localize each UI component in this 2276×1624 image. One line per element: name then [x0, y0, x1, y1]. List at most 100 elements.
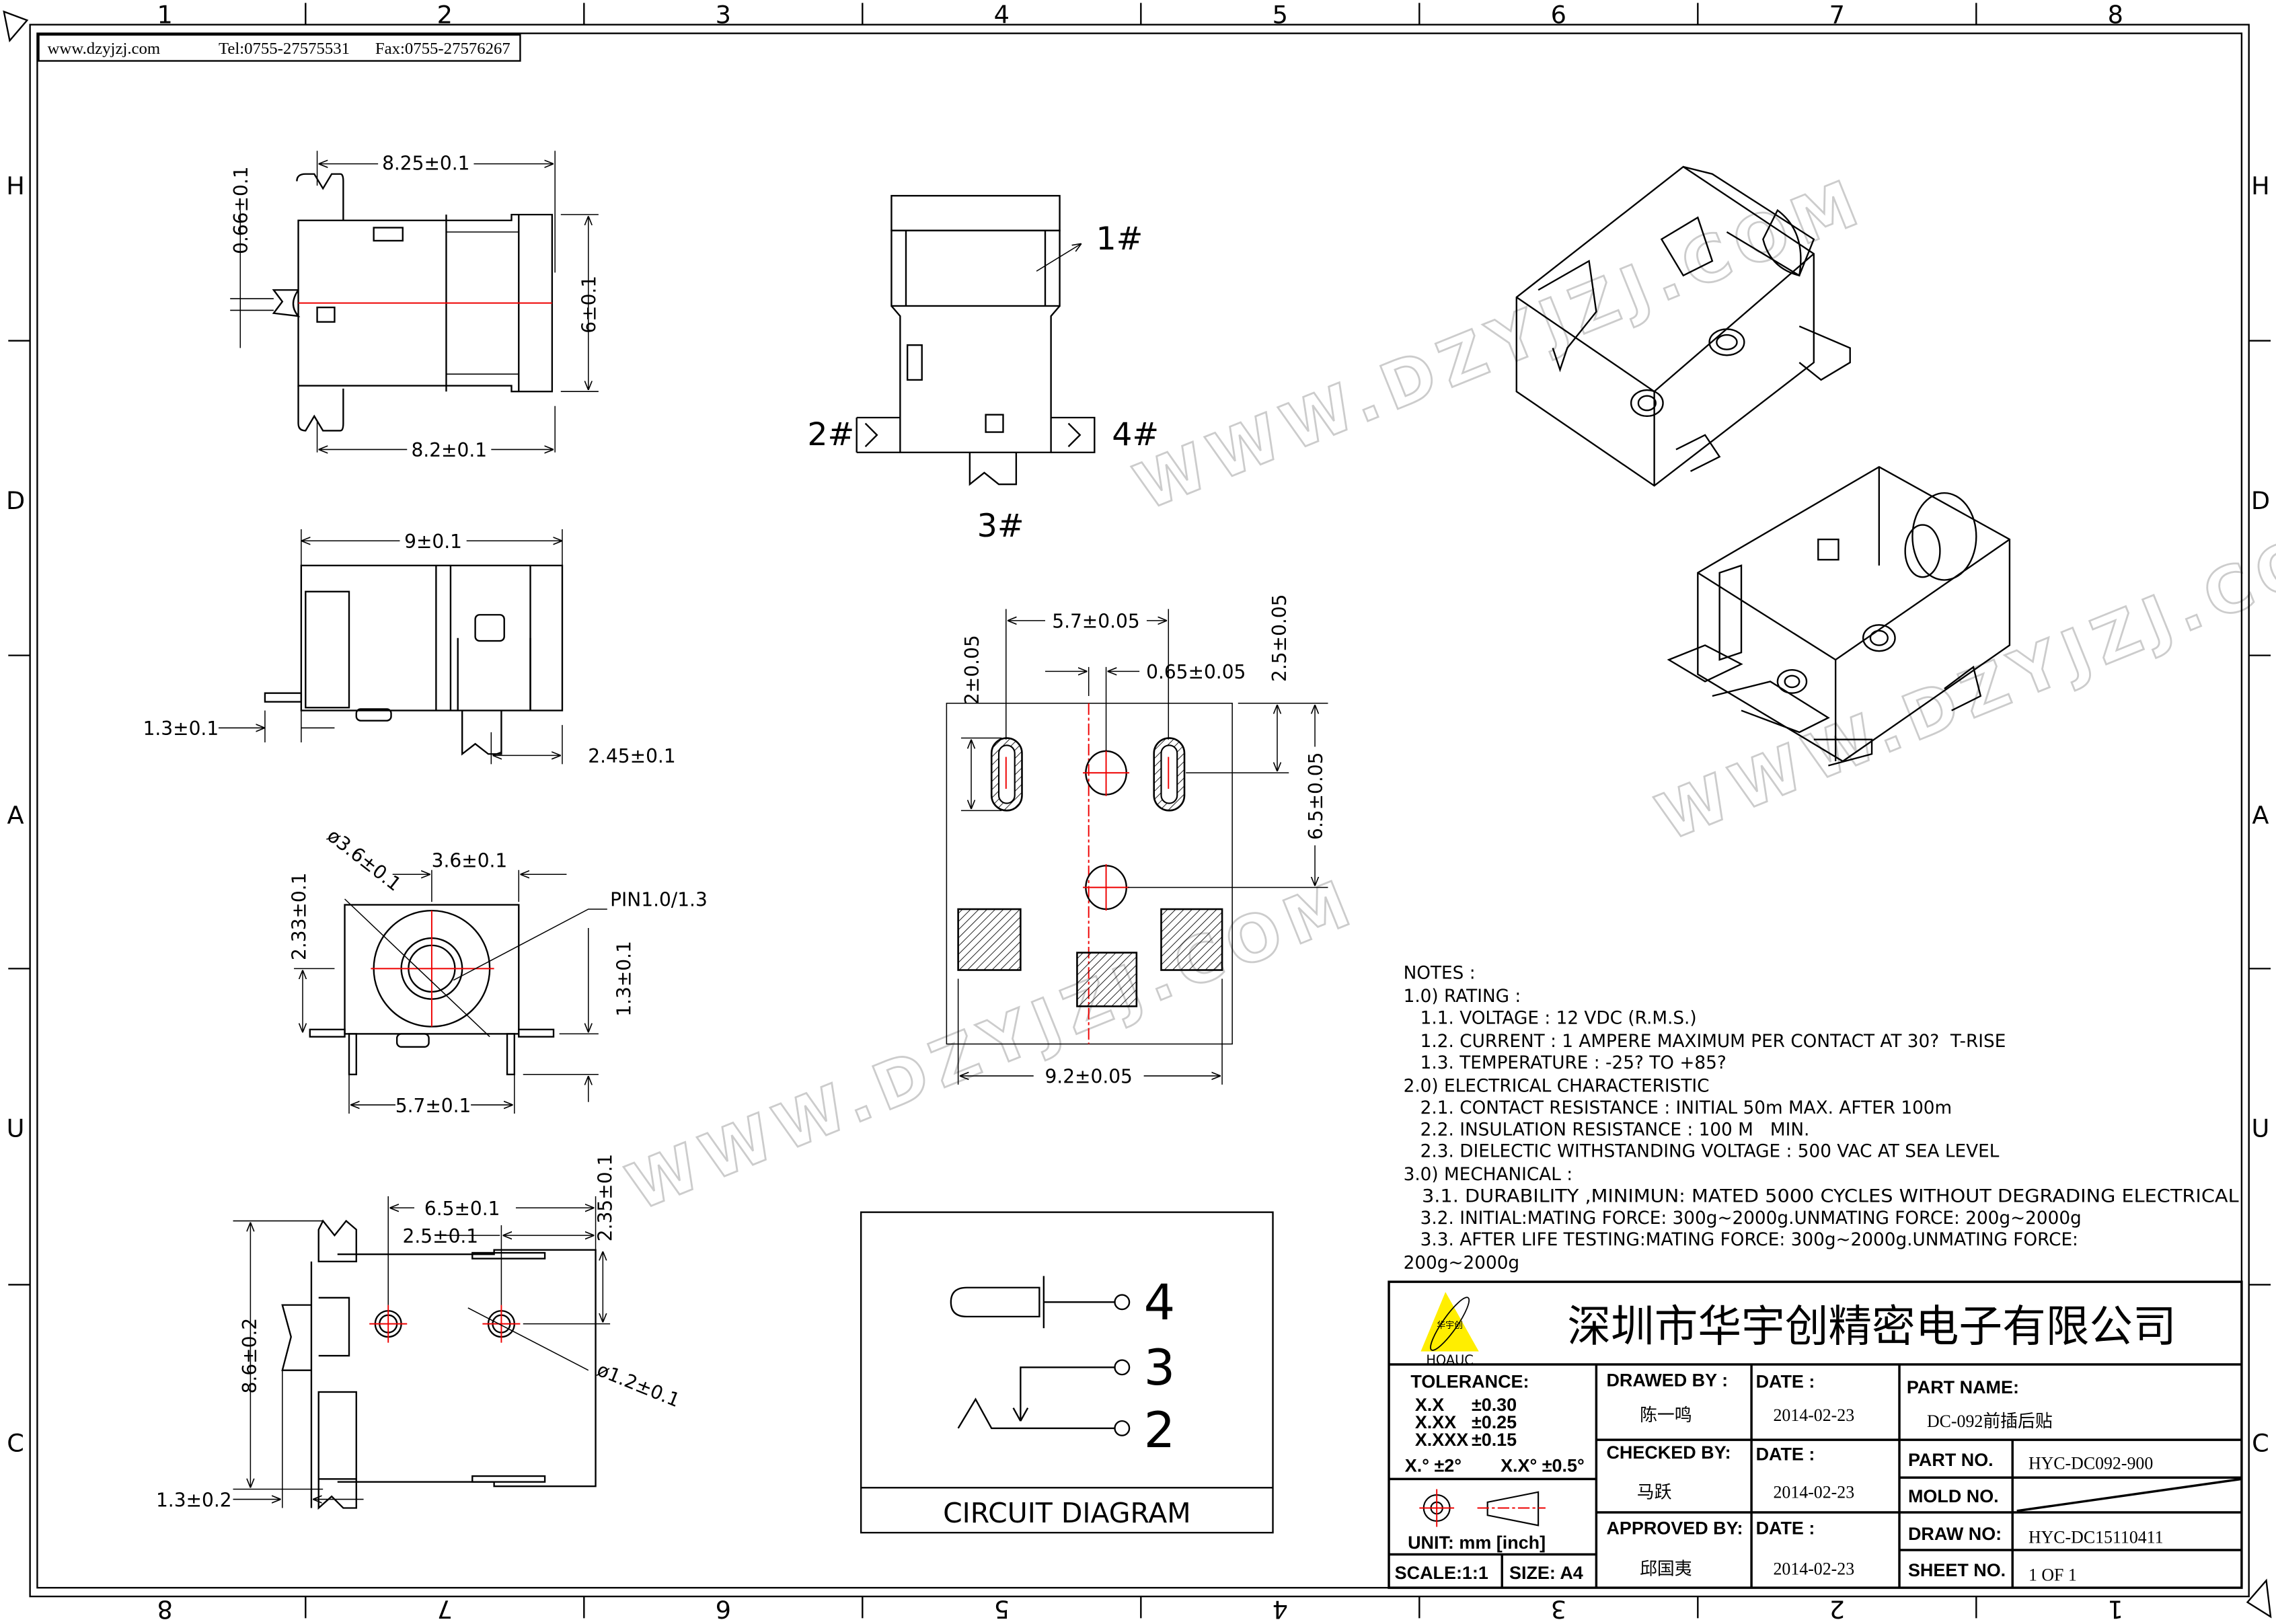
- approved-by-value: 邱国夷: [1640, 1559, 1692, 1579]
- zone-col: 3: [1551, 1595, 1566, 1624]
- note-line: 2.2. INSULATION RESISTANCE : 100 M MIN.: [1404, 1120, 1810, 1140]
- note-line: 1.0) RATING :: [1404, 987, 1521, 1007]
- dim-label: 8.25±0.1: [382, 152, 469, 174]
- dim-label: 5.7±0.1: [395, 1095, 471, 1117]
- pin-3-label: 3#: [977, 508, 1024, 545]
- zone-col: 1: [157, 1, 173, 30]
- drawed-by-value: 陈一鸣: [1640, 1405, 1692, 1425]
- logo-text: HOAUC: [1426, 1352, 1474, 1368]
- note-line: 1.1. VOLTAGE : 12 VDC (R.M.S.): [1404, 1008, 1697, 1028]
- zone-col: 8: [157, 1595, 173, 1624]
- dim-label: 2.33±0.1: [288, 873, 310, 960]
- zone-row: H: [6, 171, 25, 200]
- zone-col: 4: [1273, 1595, 1288, 1624]
- draw-no-value: HYC-DC15110411: [2028, 1527, 2164, 1547]
- date-label: DATE :: [1756, 1518, 1815, 1538]
- note-line: 3.0) MECHANICAL :: [1404, 1165, 1573, 1185]
- zone-labels-side: H D A U C H D A U C: [6, 171, 2270, 1457]
- circuit-pin-2: 2: [1144, 1402, 1176, 1459]
- isometric-view-bottom: [1667, 465, 2011, 767]
- checked-by-value: 马跃: [1637, 1482, 1672, 1502]
- zone-col: 3: [716, 1, 731, 30]
- dim-label: 6.5±0.1: [424, 1198, 500, 1220]
- zone-col: 2: [1829, 1595, 1845, 1624]
- zone-row: U: [7, 1114, 25, 1143]
- date-value: 2014-02-23: [1773, 1482, 1854, 1502]
- dim-label: 9.2±0.05: [1045, 1066, 1132, 1088]
- zone-col: 6: [1551, 1, 1566, 30]
- dim-label: 6±0.1: [578, 276, 601, 334]
- dim-label: 5.7±0.05: [1052, 611, 1139, 633]
- note-line: 3.1. DURABILITY ,MINIMUN: MATED 5000 CYC…: [1404, 1187, 2239, 1207]
- logo-cn-text: 华宇创: [1437, 1321, 1463, 1331]
- header-box: www.dzyjzj.com Tel:0755-27575531 Fax:075…: [38, 34, 521, 62]
- zone-col: 7: [437, 1595, 453, 1624]
- tel-text: Tel:0755-27575531: [219, 40, 350, 58]
- note-line: 2.3. DIELECTIC WITHSTANDING VOLTAGE : 50…: [1404, 1142, 2000, 1162]
- zone-row: U: [2252, 1114, 2270, 1143]
- bottom-view: 6.5±0.1 2.5±0.1 2.35±0.1 8.6±0.2 1.3±0.2…: [156, 1154, 683, 1511]
- pin-2-label: 2#: [807, 416, 854, 453]
- checked-by-label: CHECKED BY:: [1606, 1442, 1731, 1463]
- zone-labels-top: 1 2 3 4 5 6 7 8: [157, 1, 2123, 30]
- dim-label: 8.6±0.2: [239, 1318, 261, 1394]
- tolerance-key: X.XX: [1415, 1412, 1456, 1432]
- dim-label: 6.5±0.05: [1305, 752, 1327, 840]
- front-view: 3.6±0.1 PIN1.0/1.3 5.7±0.1 2.33±0.1 1.3±…: [288, 824, 707, 1117]
- tolerance-label: TOLERANCE:: [1410, 1372, 1529, 1392]
- dim-label: 0.65±0.05: [1146, 661, 1246, 683]
- circuit-title: CIRCUIT DIAGRAM: [943, 1497, 1191, 1529]
- date-label: DATE :: [1756, 1372, 1815, 1392]
- zone-row: A: [2252, 801, 2269, 830]
- dim-label: 2.45±0.1: [588, 745, 675, 767]
- dim-label: 2.35±0.1: [594, 1154, 616, 1241]
- approved-by-label: APPROVED BY:: [1606, 1518, 1743, 1538]
- note-line: 1.3. TEMPERATURE : -25? TO +85?: [1404, 1053, 1727, 1073]
- zone-col: 6: [716, 1595, 731, 1624]
- note-line: 3.2. INITIAL:MATING FORCE: 300g~2000g.UN…: [1404, 1208, 2082, 1229]
- note-line: 2.1. CONTACT RESISTANCE : INITIAL 50m MA…: [1404, 1098, 1952, 1118]
- zone-row: D: [6, 486, 25, 515]
- zone-col: 2: [437, 1, 453, 30]
- date-label: DATE :: [1756, 1444, 1815, 1464]
- angle-tolerance: X.° ±2°: [1405, 1456, 1462, 1476]
- top-view: 8.25±0.1 8.2±0.1 6±0.1 0.66±0.1: [230, 151, 601, 461]
- website-link[interactable]: www.dzyjzj.com: [48, 40, 161, 58]
- dim-label: 9±0.1: [404, 531, 462, 553]
- angle-tolerance: X.X° ±0.5°: [1501, 1456, 1585, 1476]
- dim-label: 1.3±0.1: [613, 941, 635, 1017]
- zone-col: 5: [994, 1595, 1010, 1624]
- note-line: 1.2. CURRENT : 1 AMPERE MAXIMUM PER CONT…: [1404, 1032, 2006, 1052]
- note-line: 2.0) ELECTRICAL CHARACTERISTIC: [1404, 1077, 1710, 1097]
- tolerance-key: X.X: [1415, 1395, 1444, 1415]
- note-line: 200g~2000g: [1404, 1253, 1520, 1274]
- sheet-no-label: SHEET NO.: [1908, 1560, 2006, 1580]
- dim-label: 2.5±0.05: [1268, 594, 1291, 682]
- sheet-no-value: 1 OF 1: [2028, 1565, 2077, 1584]
- projection-symbol-icon: [1419, 1489, 1546, 1527]
- circuit-pin-3: 3: [1144, 1340, 1176, 1397]
- mold-no-label: MOLD NO.: [1908, 1486, 1999, 1506]
- notes: NOTES : 1.0) RATING : 1.1. VOLTAGE : 12 …: [1404, 963, 2239, 1273]
- zone-col: 8: [2108, 1, 2123, 30]
- part-name-value: DC-092前插后贴: [1927, 1412, 2053, 1431]
- tolerance-value: ±0.25: [1472, 1412, 1517, 1432]
- zone-row: H: [2251, 171, 2270, 200]
- pin-1-label: 1#: [1096, 221, 1143, 258]
- date-value: 2014-02-23: [1773, 1559, 1854, 1579]
- pin-label: PIN1.0/1.3: [610, 889, 708, 911]
- draw-no-label: DRAW NO:: [1908, 1524, 2002, 1544]
- tolerance-key: X.XXX: [1415, 1430, 1468, 1450]
- pin-view: 1# 2# 4# 3#: [807, 194, 1159, 545]
- notes-title: NOTES :: [1404, 963, 1476, 983]
- dim-label: ø1.2±0.1: [594, 1358, 683, 1412]
- watermark: WWW.DZYJZJ.COM: [1125, 164, 1875, 525]
- isometric-view-top: [1515, 165, 1851, 487]
- dim-label: 3.6±0.1: [432, 849, 508, 872]
- zone-row: A: [7, 801, 24, 830]
- zone-col: 1: [2108, 1595, 2123, 1624]
- pcb-footprint: 5.7±0.05 0.65±0.05 2±0.05 2.5±0.05 6.5±0…: [946, 594, 1328, 1088]
- fax-text: Fax:0755-27576267: [375, 40, 510, 58]
- dim-label: 2.5±0.1: [403, 1225, 479, 1247]
